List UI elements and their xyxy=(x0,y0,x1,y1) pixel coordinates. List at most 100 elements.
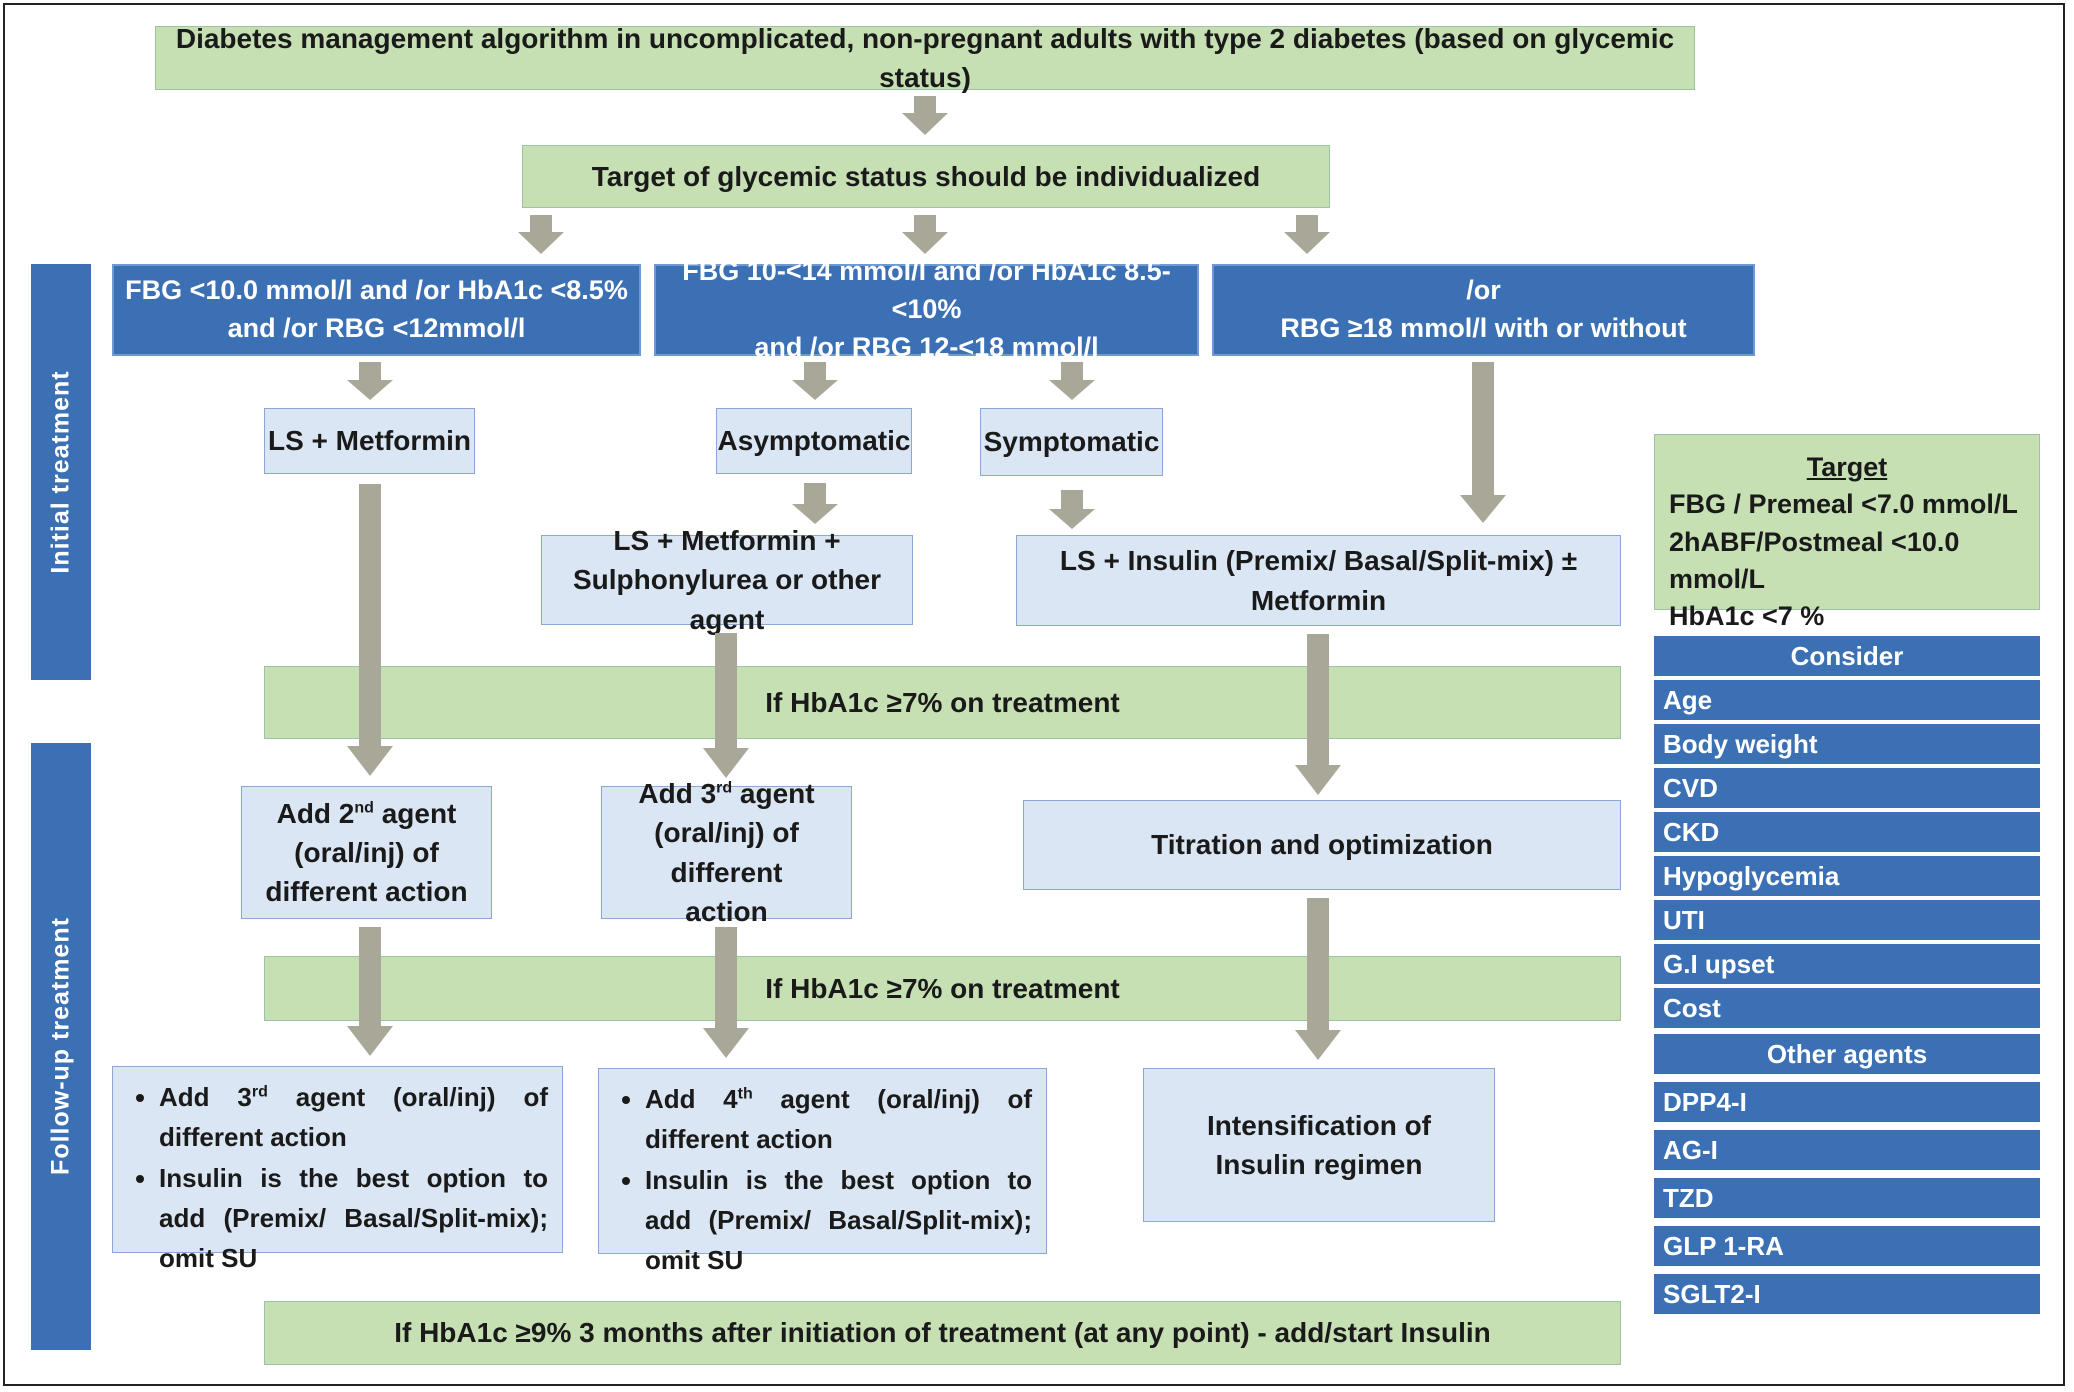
arrow-shaft xyxy=(530,215,552,232)
symptomatic-box: Symptomatic xyxy=(980,408,1163,476)
hba1c-check-1-box: If HbA1c ≥7% on treatment xyxy=(264,666,1621,739)
individualized-text: Target of glycemic status should be indi… xyxy=(591,160,1261,192)
symptomatic-text: Symptomatic xyxy=(983,426,1160,458)
arrow xyxy=(1049,362,1095,400)
add-2nd-line3: different action xyxy=(265,876,468,908)
arrow-head xyxy=(518,232,564,254)
ls-insulin-text: LS + Insulin (Premix/ Basal/Split-mix) ±… xyxy=(1059,545,1578,616)
ls-met-su-line1: LS + Metformin + xyxy=(613,525,841,557)
category-low-line2: and /or RBG <12mmol/l xyxy=(227,313,526,343)
consider-heading-text: Consider xyxy=(1790,640,1904,671)
arrow-shaft xyxy=(1307,634,1329,765)
target-line-2: 2hABF/Postmeal <10.0 mmol/L xyxy=(1669,526,1960,594)
arrow-head xyxy=(792,504,838,524)
arrow-shaft xyxy=(1472,362,1494,495)
add-4th-list-post: agent (oral/inj) of different action xyxy=(645,1084,1032,1155)
add-3rd-list-sup: rd xyxy=(251,1083,268,1101)
arrow xyxy=(347,362,393,400)
add-3rd-line1: Add 3rd agent xyxy=(638,774,814,813)
consider-item: UTI xyxy=(1654,900,2040,940)
ls-met-su-line2: Sulphonylurea or other agent xyxy=(572,564,882,635)
arrow-shaft xyxy=(914,215,936,232)
diagram-frame xyxy=(3,3,2065,1386)
hba1c-9-text: If HbA1c ≥9% 3 months after initiation o… xyxy=(394,1317,1491,1349)
arrow-shaft xyxy=(715,633,737,748)
consider-item: G.I upset xyxy=(1654,944,2040,984)
other-agent-item: DPP4-I xyxy=(1654,1082,2040,1122)
other-agent-item: SGLT2-I xyxy=(1654,1274,2040,1314)
arrow-head xyxy=(347,380,393,400)
individualized-box: Target of glycemic status should be indi… xyxy=(522,145,1330,208)
arrow xyxy=(1049,490,1095,529)
arrow xyxy=(1284,215,1330,254)
category-mid-line1: FBG 10-<14 mmol/l and /or HbA1c 8.5- <10… xyxy=(682,256,1171,325)
add-2nd-pre: Add 2 xyxy=(276,797,355,829)
consider-item: CKD xyxy=(1654,812,2040,852)
consider-heading: Consider xyxy=(1654,636,2040,676)
arrow xyxy=(703,633,749,778)
arrow-shaft xyxy=(1061,490,1083,509)
arrow-head xyxy=(703,748,749,778)
arrow-head xyxy=(1049,509,1095,529)
asymptomatic-box: Asymptomatic xyxy=(716,408,912,474)
consider-item: Body weight xyxy=(1654,724,2040,764)
arrow-head xyxy=(902,232,948,254)
add-2nd-line2: (oral/inj) of xyxy=(294,836,439,868)
add-2nd-sup: nd xyxy=(354,799,374,817)
hba1c-check-2-box: If HbA1c ≥7% on treatment xyxy=(264,956,1621,1021)
other-agents-heading: Other agents xyxy=(1654,1034,2040,1074)
consider-item: CVD xyxy=(1654,768,2040,808)
add-3rd-list-pre: Add 3 xyxy=(159,1082,252,1112)
category-low-line1: FBG <10.0 mmol/l and /or HbA1c <8.5% xyxy=(125,275,628,306)
initial-treatment-sidebar xyxy=(31,264,91,680)
add-3rd-list-box: Add 3rd agent (oral/inj) of different ac… xyxy=(112,1066,563,1273)
add-3rd-post: agent xyxy=(732,778,815,810)
intensification-line1: Intensification of xyxy=(1207,1109,1431,1141)
arrow-head xyxy=(1295,765,1341,795)
arrow-shaft xyxy=(1296,215,1318,232)
ls-metformin-box: LS + Metformin xyxy=(264,408,475,474)
category-high-line2: RBG ≥18 mmol/l with or without symptoms xyxy=(1280,313,1687,381)
arrow-shaft xyxy=(715,927,737,1028)
add-3rd-agent-box: Add 3rd agent (oral/inj) of different ac… xyxy=(601,778,852,927)
arrow xyxy=(347,484,393,776)
ls-met-su-box: LS + Metformin + Sulphonylurea or other … xyxy=(541,525,913,635)
arrow-shaft xyxy=(359,927,381,1026)
category-high-box: FBG ≥14 mmol/l and /or HbA1c ≥10% and /o… xyxy=(1212,237,1755,381)
arrow xyxy=(518,215,564,254)
arrow xyxy=(902,96,948,135)
followup-treatment-label: Follow-up treatment xyxy=(46,917,75,1175)
arrow-shaft xyxy=(359,362,381,380)
arrow-head xyxy=(703,1028,749,1058)
title-box: Diabetes management algorithm in uncompl… xyxy=(155,23,1695,93)
target-line-1: FBG / Premeal <7.0 mmol/L xyxy=(1669,489,2018,520)
add-4th-list-sup: th xyxy=(737,1085,753,1103)
arrow-head xyxy=(1295,1030,1341,1060)
add-3rd-line2: (oral/inj) of different xyxy=(654,817,799,888)
ls-insulin-box: LS + Insulin (Premix/ Basal/Split-mix) ±… xyxy=(1016,535,1621,626)
arrow xyxy=(703,927,749,1058)
titration-box: Titration and optimization xyxy=(1023,800,1621,890)
add-4th-list-pre: Add 4 xyxy=(645,1084,738,1114)
add-4th-list: Add 4th agent (oral/inj) of different ac… xyxy=(613,1079,1032,1280)
arrow xyxy=(347,927,393,1056)
titration-text: Titration and optimization xyxy=(1151,829,1493,861)
target-heading: Target xyxy=(1806,452,1888,482)
arrow-shaft xyxy=(804,362,826,380)
followup-treatment-sidebar xyxy=(31,743,91,1350)
other-agents-heading-text: Other agents xyxy=(1766,1038,1928,1069)
add-3rd-pre: Add 3 xyxy=(638,778,717,810)
other-agent-item: AG-I xyxy=(1654,1130,2040,1170)
category-mid-box: FBG 10-<14 mmol/l and /or HbA1c 8.5- <10… xyxy=(654,256,1199,362)
add-3rd-line3: action xyxy=(685,895,768,927)
hba1c-9-box: If HbA1c ≥9% 3 months after initiation o… xyxy=(264,1301,1621,1365)
add-4th-list-item: Add 4th agent (oral/inj) of different ac… xyxy=(645,1079,1032,1160)
arrow-head xyxy=(792,380,838,400)
arrow-head xyxy=(1049,380,1095,400)
hba1c-check-2-text: If HbA1c ≥7% on treatment xyxy=(765,972,1120,1004)
arrow-head xyxy=(1284,232,1330,254)
add-3rd-sup: rd xyxy=(716,779,733,797)
add-3rd-list: Add 3rd agent (oral/inj) of different ac… xyxy=(127,1077,548,1278)
add-4th-list-box: Add 4th agent (oral/inj) of different ac… xyxy=(598,1068,1047,1275)
arrow xyxy=(1295,898,1341,1060)
